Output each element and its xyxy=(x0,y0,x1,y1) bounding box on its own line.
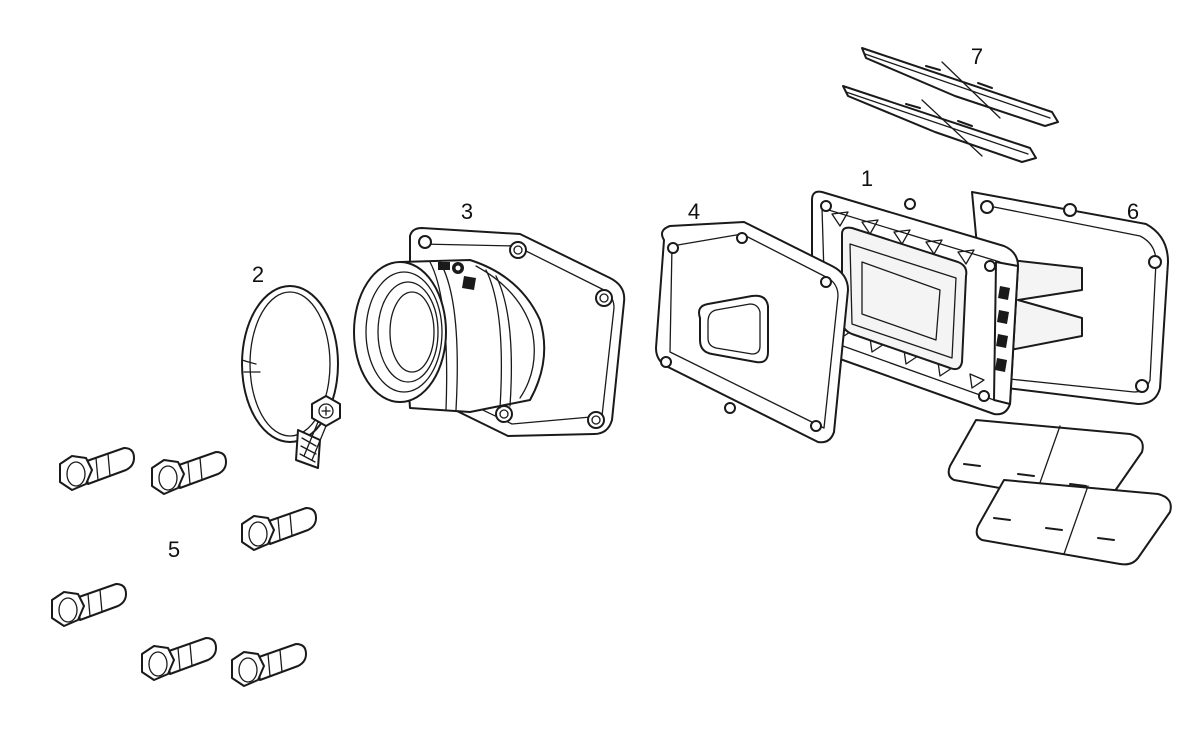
callout-4: 4 xyxy=(688,199,700,224)
flange-bolt-6 xyxy=(231,643,307,687)
reed-petal-upper-front xyxy=(842,85,1037,163)
flange-bolt-1 xyxy=(59,447,135,491)
callout-5: 5 xyxy=(168,537,180,562)
reed-petals-lower xyxy=(947,419,1172,566)
callout-6: 6 xyxy=(1127,199,1139,224)
flange-bolt-4 xyxy=(51,583,127,627)
flange-bolt-5 xyxy=(141,637,217,681)
reed-valve-cage xyxy=(811,190,1019,416)
intake-manifold xyxy=(353,227,626,437)
callout-1: 1 xyxy=(861,166,873,191)
reed-petal-lower-front xyxy=(975,479,1172,566)
flange-bolt-2 xyxy=(151,451,227,495)
reed-petals-upper xyxy=(842,47,1059,163)
flange-bolt-3 xyxy=(241,507,317,551)
callout-7: 7 xyxy=(971,44,983,69)
callout-2: 2 xyxy=(252,262,264,287)
reed-petal-upper-back xyxy=(861,47,1059,127)
hose-clamp xyxy=(241,285,341,469)
manifold-gasket xyxy=(655,221,849,444)
flange-bolts xyxy=(51,447,317,687)
callout-3: 3 xyxy=(461,199,473,224)
reed-block-gasket xyxy=(971,191,1169,405)
